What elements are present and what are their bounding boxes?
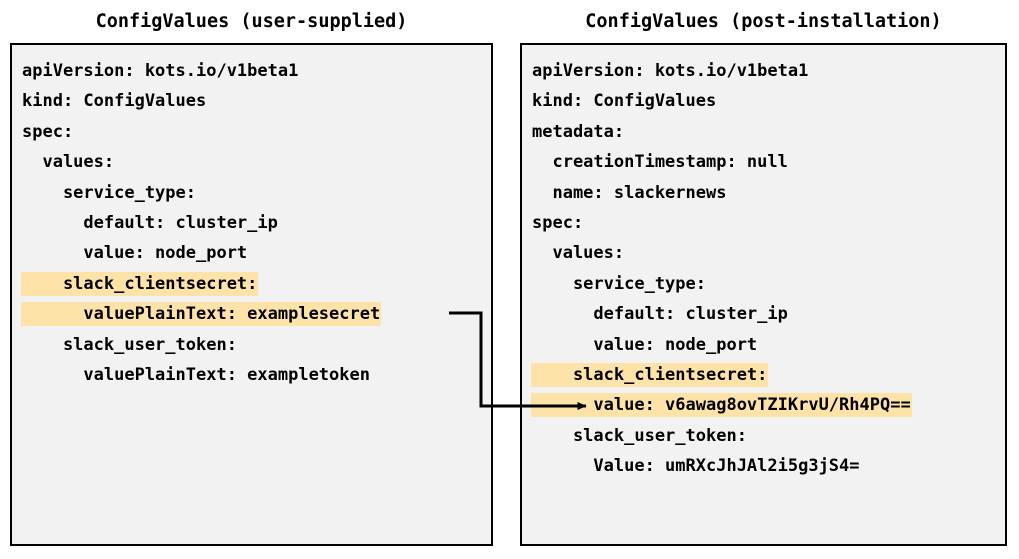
code-line-text: valuePlainText: examplesecret xyxy=(21,302,382,327)
code-line-text: kind: ConfigValues xyxy=(532,91,717,112)
code-line-text: creationTimestamp: null xyxy=(532,152,788,173)
code-line-text: default: cluster_ip xyxy=(532,304,788,325)
code-line-right-11: value: v6awag8ovTZIKrvU/Rh4PQ== xyxy=(531,390,912,420)
code-line-left-2: spec: xyxy=(21,117,381,147)
code-block-post-installation: apiVersion: kots.io/v1beta1 kind: ConfigV… xyxy=(522,45,912,481)
code-line-right-10: slack_clientsecret: xyxy=(531,360,912,390)
code-line-text: name: slackernews xyxy=(532,182,727,203)
code-line-text: value: node_port xyxy=(532,334,758,355)
code-line-right-4: name: slackernews xyxy=(531,178,912,208)
code-line-right-1: kind: ConfigValues xyxy=(531,86,912,116)
code-line-text: Value: umRXcJhJAl2i5g3jS4= xyxy=(532,456,860,477)
code-line-text: values: xyxy=(22,152,115,173)
code-line-text: value: v6awag8ovTZIKrvU/Rh4PQ== xyxy=(531,393,912,418)
panel-title-post-installation: ConfigValues (post-installation) xyxy=(585,11,942,32)
code-line-right-7: service_type: xyxy=(531,269,912,299)
code-line-right-3: creationTimestamp: null xyxy=(531,147,912,177)
code-line-left-4: service_type: xyxy=(21,178,381,208)
code-line-right-13: Value: umRXcJhJAl2i5g3jS4= xyxy=(531,451,912,481)
code-line-left-7: slack_clientsecret: xyxy=(21,269,381,299)
code-line-text: slack_clientsecret: xyxy=(531,362,769,387)
panel-config-values-user-supplied: apiVersion: kots.io/v1beta1 kind: ConfigV… xyxy=(10,43,493,546)
code-line-text: apiVersion: kots.io/v1beta1 xyxy=(532,61,809,81)
code-line-text: valuePlainText: exampletoken xyxy=(22,364,370,385)
code-line-right-6: values: xyxy=(531,238,912,268)
code-line-left-5: default: cluster_ip xyxy=(21,208,381,238)
code-line-text: values: xyxy=(532,243,625,264)
code-line-text: spec: xyxy=(532,212,584,233)
code-line-right-2: metadata: xyxy=(531,117,912,147)
code-line-text: spec: xyxy=(22,121,74,142)
code-line-left-10: valuePlainText: exampletoken xyxy=(21,360,381,390)
code-line-text: slack_user_token: xyxy=(22,334,237,355)
code-line-left-0: apiVersion: kots.io/v1beta1 xyxy=(21,56,381,86)
code-line-right-9: value: node_port xyxy=(531,330,912,360)
code-line-left-8: valuePlainText: examplesecret xyxy=(21,299,382,329)
code-line-right-8: default: cluster_ip xyxy=(531,299,912,329)
code-line-left-6: value: node_port xyxy=(21,238,381,268)
code-line-text: value: node_port xyxy=(22,243,248,264)
code-line-text: service_type: xyxy=(22,182,196,203)
code-line-right-12: slack_user_token: xyxy=(531,421,912,451)
code-line-left-3: values: xyxy=(21,147,381,177)
code-line-left-9: slack_user_token: xyxy=(21,330,381,360)
panel-title-user-supplied: ConfigValues (user-supplied) xyxy=(95,11,408,32)
code-line-text: slack_user_token: xyxy=(532,425,747,446)
code-line-right-5: spec: xyxy=(531,208,912,238)
code-line-text: kind: ConfigValues xyxy=(22,91,207,112)
code-line-text: metadata: xyxy=(532,121,625,142)
code-line-left-1: kind: ConfigValues xyxy=(21,86,381,116)
code-block-user-supplied: apiVersion: kots.io/v1beta1 kind: ConfigV… xyxy=(12,45,382,390)
code-line-text: default: cluster_ip xyxy=(22,212,278,233)
code-line-right-0: apiVersion: kots.io/v1beta1 xyxy=(531,56,912,86)
code-line-text: service_type: xyxy=(532,273,706,294)
panel-config-values-post-installation: apiVersion: kots.io/v1beta1 kind: ConfigV… xyxy=(520,43,1007,546)
code-line-text: apiVersion: kots.io/v1beta1 xyxy=(22,61,299,81)
code-line-text: slack_clientsecret: xyxy=(21,271,259,296)
